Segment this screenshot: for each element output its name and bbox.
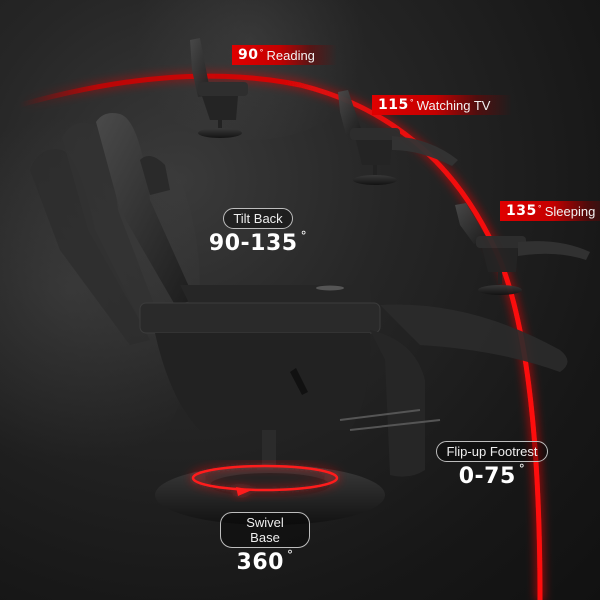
chair-thumbnail-115 xyxy=(338,90,458,185)
tilt-back-value: 90-135° xyxy=(208,229,308,256)
chair-thumbnail-90 xyxy=(190,38,248,138)
degree-symbol: ° xyxy=(259,47,264,57)
footrest-value: 0-75° xyxy=(458,462,526,489)
swivel-arrow-icon xyxy=(191,464,339,496)
degree-symbol: ° xyxy=(409,97,414,107)
footrest-callout: Flip-up Footrest 0-75° xyxy=(432,441,552,489)
chair-thumbnail-135 xyxy=(455,203,590,295)
swivel-value: 360° xyxy=(236,548,294,575)
badge-angle: 135 xyxy=(506,203,537,219)
main-chair xyxy=(30,113,568,525)
badge-angle: 115 xyxy=(378,97,409,113)
tilt-back-label: Tilt Back xyxy=(223,208,293,229)
badge-sleeping: 135 ° Sleeping xyxy=(500,201,600,221)
badge-label: Reading xyxy=(266,47,315,63)
badge-label: Sleeping xyxy=(544,203,596,219)
badge-watching-tv: 115 ° Watching TV xyxy=(372,95,513,115)
degree-symbol: ° xyxy=(537,203,542,213)
footrest-label: Flip-up Footrest xyxy=(436,441,548,462)
swivel-callout: Swivel Base 360° xyxy=(220,512,310,575)
tilt-back-callout: Tilt Back 90-135° xyxy=(208,208,308,256)
badge-reading: 90 ° Reading xyxy=(232,45,337,65)
badge-angle: 90 xyxy=(238,47,259,63)
badge-label: Watching TV xyxy=(416,97,491,113)
swivel-label: Swivel Base xyxy=(220,512,310,548)
